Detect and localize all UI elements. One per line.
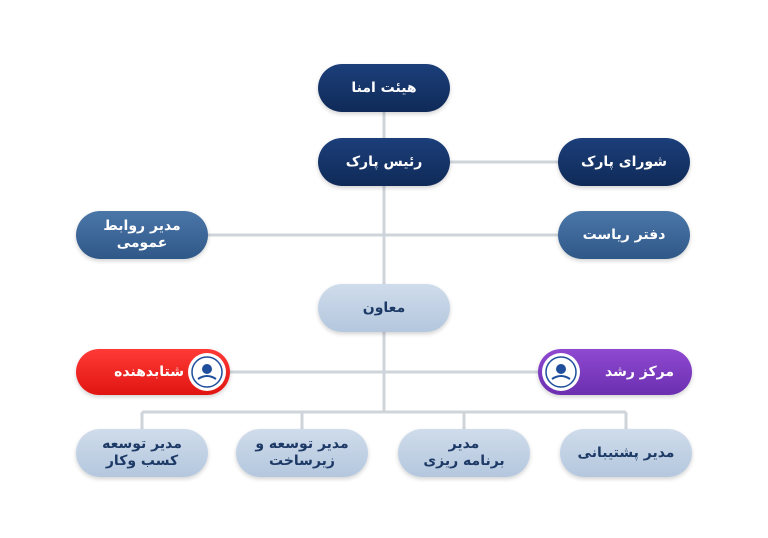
node-business-development: مدیر توسعه کسب وکار: [76, 429, 208, 477]
node-label: معاون: [362, 299, 406, 316]
node-public-relations: مدیر روابط عمومی: [76, 211, 208, 259]
node-park-president: رئیس پارک: [318, 138, 450, 186]
node-accelerator: شتابدهنده: [76, 349, 230, 395]
node-label: دفتر ریاست: [582, 226, 666, 243]
university-logo-icon: [188, 353, 226, 391]
node-label: مدیر توسعه کسب وکار: [102, 436, 182, 469]
node-park-council: شورای پارک: [558, 138, 690, 186]
node-label: هیئت امنا: [351, 79, 417, 96]
node-growth-center: مرکز رشد: [538, 349, 692, 395]
node-label: شتابدهنده: [114, 363, 184, 380]
node-deputy: معاون: [318, 284, 450, 332]
node-planning: مدیر برنامه ریزی: [398, 429, 530, 477]
node-label: مدیر پشتیبانی: [577, 444, 675, 461]
node-label: رئیس پارک: [345, 153, 423, 170]
node-label: شورای پارک: [580, 153, 668, 170]
university-logo-icon: [542, 353, 580, 391]
node-label: مرکز رشد: [604, 363, 674, 380]
node-presidential-office: دفتر ریاست: [558, 211, 690, 259]
node-board-of-trustees: هیئت امنا: [318, 64, 450, 112]
node-label: مدیر توسعه و زیرساخت: [255, 436, 349, 469]
node-support: مدیر پشتیبانی: [560, 429, 692, 477]
node-infrastructure-development: مدیر توسعه و زیرساخت: [236, 429, 368, 477]
node-label: مدیر برنامه ریزی: [423, 436, 505, 469]
node-label: مدیر روابط عمومی: [103, 218, 181, 251]
